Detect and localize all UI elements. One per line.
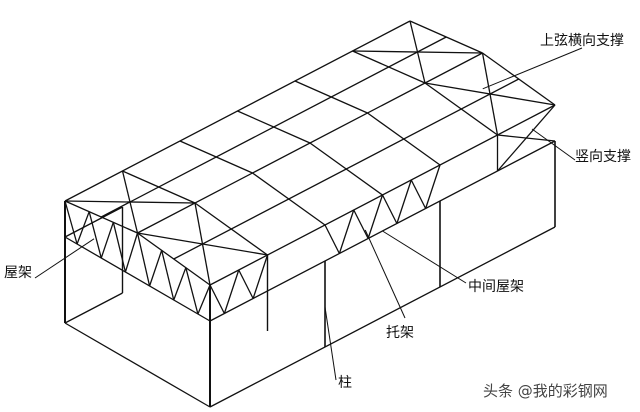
truss-top-chord — [179, 140, 253, 174]
support-truss-web — [324, 224, 340, 254]
truss-top-chord — [482, 52, 556, 106]
leader-support-truss — [364, 229, 406, 319]
support-truss-web — [367, 194, 384, 239]
top-chord-bracing — [424, 82, 556, 106]
support-truss-web — [396, 179, 412, 224]
end-truss-web — [148, 250, 163, 287]
ground-line-end — [64, 322, 211, 408]
end-truss-web — [100, 222, 114, 259]
side-truss-web — [223, 269, 240, 314]
ground-line-right — [209, 226, 556, 408]
side-truss-web — [252, 254, 269, 299]
truss-top-chord — [352, 50, 426, 84]
label-roof-truss: 屋架 — [4, 265, 32, 281]
ground-line-left — [64, 292, 123, 324]
leader-top-chord-bracing — [482, 47, 583, 90]
end-truss-web — [124, 232, 139, 273]
end-truss-web — [88, 211, 102, 259]
label-middle-truss: 中间屋架 — [468, 279, 524, 295]
support-truss-web — [425, 164, 441, 209]
end-truss-web — [136, 232, 151, 287]
label-top-chord-bracing: 上弦横向支撑 — [540, 33, 624, 49]
support-truss-web — [338, 209, 355, 254]
truss-top-chord — [237, 110, 311, 144]
side-truss-web — [238, 269, 254, 299]
truss-top-chord — [409, 20, 483, 54]
truss-top-chord — [194, 202, 268, 256]
top-chord-bracing — [64, 200, 196, 204]
label-vertical-bracing: 竖向支撑 — [575, 149, 631, 165]
end-truss-web — [173, 267, 187, 301]
truss-top-chord — [252, 172, 326, 226]
end-truss-web — [161, 250, 175, 301]
label-support-truss: 托架 — [386, 325, 414, 341]
label-column: 柱 — [338, 375, 352, 391]
end-truss-web — [197, 284, 211, 315]
end-truss-bottom-chord — [64, 236, 211, 322]
leader-roof-truss — [34, 238, 95, 279]
truss-top-chord — [137, 232, 211, 286]
end-truss-web — [185, 267, 199, 315]
vertical-bracing — [497, 134, 556, 142]
end-truss-web — [76, 211, 90, 245]
watermark: 头条 @我的彩钢网 — [483, 382, 608, 400]
truss-top-chord — [309, 142, 383, 196]
truss-top-chord — [367, 112, 441, 166]
truss-top-chord — [122, 170, 196, 204]
support-truss-web — [353, 209, 369, 239]
support-truss-web — [410, 179, 427, 209]
end-truss-web — [112, 222, 127, 273]
truss-top-chord — [294, 80, 368, 114]
leader-vertical-bracing — [531, 128, 576, 161]
top-chord-bracing — [137, 232, 268, 256]
leader-column — [324, 306, 337, 381]
eave-bottom-line-left — [64, 206, 123, 238]
truss-top-chord — [424, 82, 498, 136]
side-truss-web — [209, 284, 225, 314]
top-chord-bracing — [352, 50, 483, 54]
truss-top-chord — [64, 200, 138, 234]
end-truss-web — [64, 200, 78, 245]
leader-middle-truss — [382, 230, 467, 284]
support-truss-web — [381, 194, 398, 224]
